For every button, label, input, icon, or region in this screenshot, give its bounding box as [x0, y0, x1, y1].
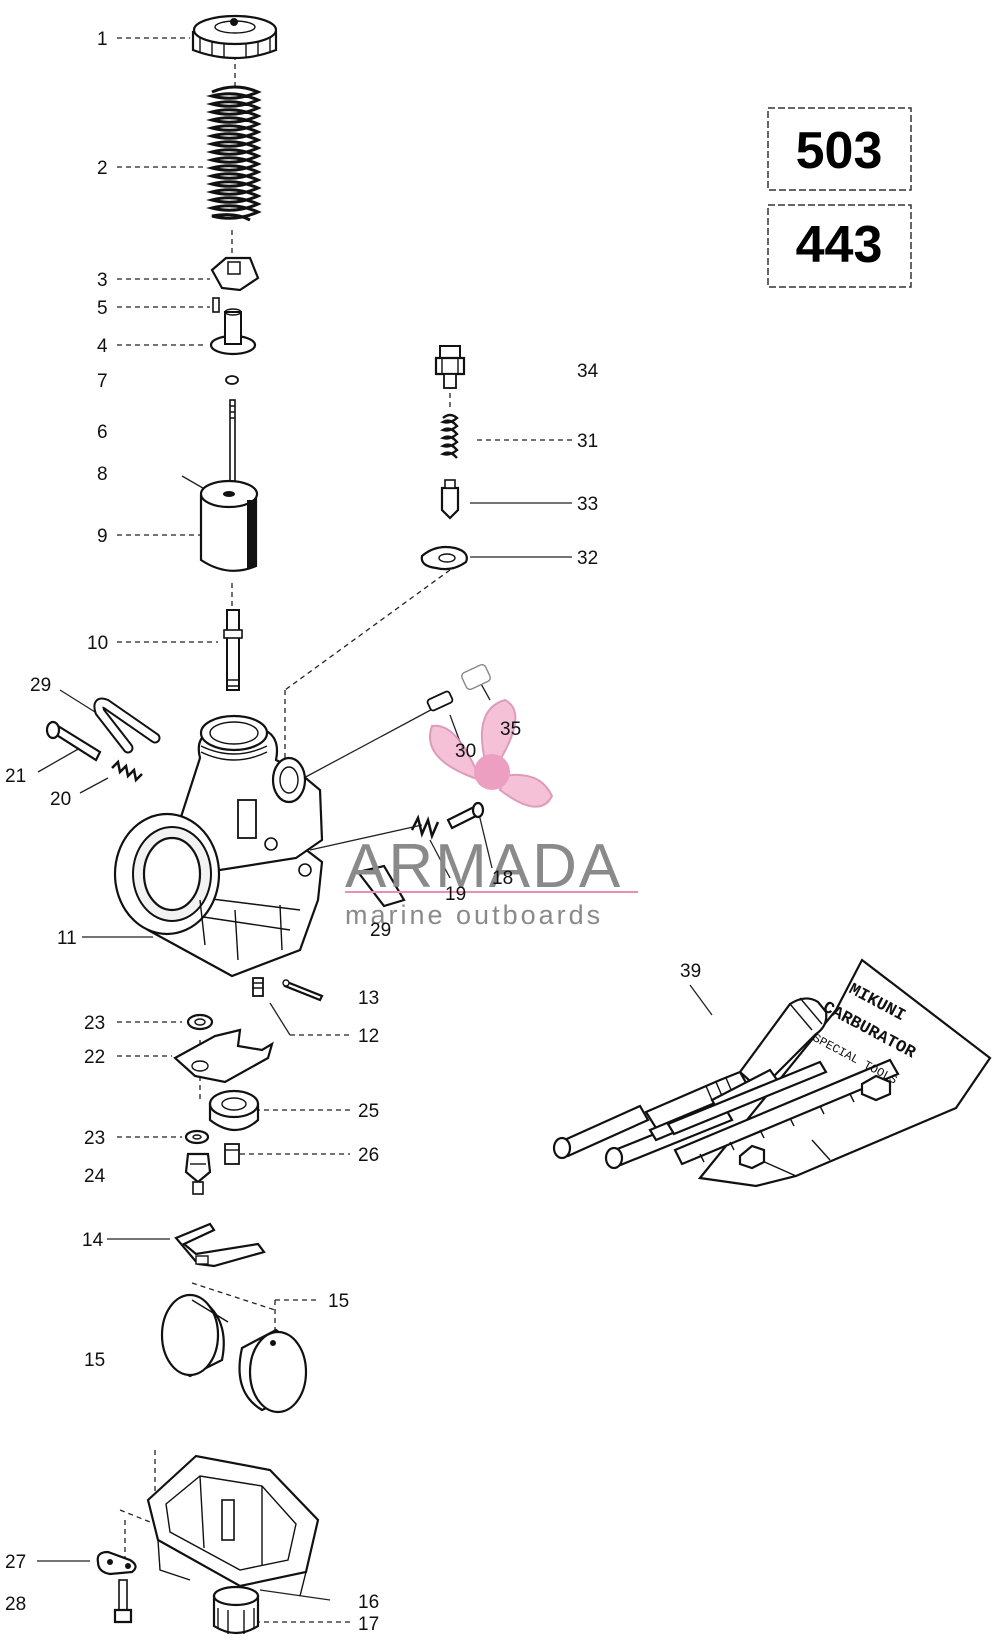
- callout-34: 34: [577, 361, 599, 382]
- callout-29-left: 29: [30, 675, 51, 696]
- callout-15-right: 15: [328, 1291, 349, 1312]
- callout-7: 7: [97, 371, 108, 392]
- part-12-pilot-jet: [252, 977, 264, 997]
- part-15-float-right: [238, 1328, 308, 1414]
- callout-20: 20: [50, 789, 71, 810]
- part-39-tool-kit: MIKUNI CARBURATOR SPECIAL TOOLS: [552, 958, 992, 1188]
- callout-28: 28: [5, 1594, 26, 1615]
- part-22-baffle-plate: [173, 1028, 274, 1084]
- callout-21: 21: [5, 766, 26, 787]
- part-28-screw: [113, 1579, 133, 1624]
- callout-10: 10: [87, 633, 108, 654]
- callout-19: 19: [445, 884, 466, 905]
- callout-32: 32: [577, 548, 598, 569]
- propeller-logo-icon: [429, 698, 554, 808]
- callout-27: 27: [5, 1552, 26, 1573]
- part-4-needle-holder: [209, 308, 257, 356]
- callout-4: 4: [97, 336, 108, 357]
- callout-29-right: 29: [370, 920, 391, 941]
- part-14-float-arm: [174, 1222, 266, 1268]
- callout-23-top: 23: [84, 1013, 105, 1034]
- callout-35: 35: [500, 719, 521, 740]
- part-2-throttle-spring: [206, 85, 262, 222]
- callout-5: 5: [97, 298, 108, 319]
- part-float-bowl: [146, 1454, 320, 1597]
- callout-13: 13: [358, 988, 379, 1009]
- part-21-pilot-air-screw: [45, 720, 102, 762]
- callout-12: 12: [358, 1026, 379, 1047]
- watermark-tagline: marine outboards: [345, 900, 603, 930]
- callout-24: 24: [84, 1166, 106, 1187]
- callout-11: 11: [57, 928, 77, 949]
- part-30-fitting: [426, 690, 454, 712]
- part-32-gasket: [420, 545, 468, 571]
- callout-3: 3: [97, 270, 108, 291]
- part-29-hose-piece: [356, 864, 406, 908]
- part-35-cap: [461, 663, 491, 691]
- part-18-screw: [446, 801, 485, 830]
- model-number-503: 503: [796, 122, 883, 180]
- model-number-443: 443: [796, 216, 883, 274]
- part-31-needle-spring: [439, 413, 459, 459]
- callout-39: 39: [680, 961, 701, 982]
- callout-25: 25: [358, 1101, 379, 1122]
- part-19-spring: [410, 814, 440, 840]
- part-23-washer-top: [186, 1013, 214, 1031]
- callout-18: 18: [492, 868, 513, 889]
- model-box-443: 443: [767, 204, 912, 288]
- part-9-throttle-valve: [199, 479, 259, 572]
- part-1-mixing-chamber-cap: [191, 14, 278, 60]
- part-27-clip-plate: [96, 1550, 137, 1576]
- callout-23-bottom: 23: [84, 1128, 105, 1149]
- part-33-needle-valve: [440, 479, 460, 520]
- part-15-float-left: [160, 1293, 229, 1378]
- callout-31: 31: [577, 431, 598, 452]
- part-7-e-clip: [225, 375, 239, 385]
- watermark-brand: ARMADA: [345, 832, 622, 901]
- callout-30: 30: [455, 741, 476, 762]
- part-34-fuel-fitting: [434, 345, 466, 389]
- model-box-503: 503: [767, 107, 912, 191]
- part-25-ring: [208, 1089, 260, 1132]
- callout-26: 26: [358, 1145, 379, 1166]
- part-20-screw-spring: [111, 759, 143, 783]
- part-10-needle-jet: [223, 609, 243, 691]
- part-13-screw: [282, 979, 324, 1002]
- callout-1: 1: [97, 29, 108, 50]
- part-24-main-jet: [184, 1152, 212, 1195]
- callout-33: 33: [577, 494, 598, 515]
- callout-15-left: 15: [84, 1350, 105, 1371]
- callout-labels: 1 2 3 5 4 7 6 8 9 10 29 21 20 11 34 31 3…: [5, 29, 701, 1635]
- part-6-jet-needle: [229, 399, 236, 493]
- part-5-clip: [212, 297, 220, 313]
- armada-watermark: ARMADA marine outboards: [345, 698, 638, 930]
- part-3-needle-plate: [210, 256, 260, 292]
- part-26-starter-jet: [224, 1143, 240, 1165]
- callout-14: 14: [82, 1230, 104, 1251]
- callout-6: 6: [97, 422, 108, 443]
- part-23-washer-bottom: [184, 1129, 210, 1145]
- callout-9: 9: [97, 526, 108, 547]
- callout-17: 17: [358, 1614, 379, 1635]
- part-29-vent-hose: [93, 697, 161, 754]
- callout-16: 16: [358, 1592, 379, 1613]
- callout-22: 22: [84, 1047, 105, 1068]
- part-16-17-drain-plug: [212, 1585, 260, 1635]
- callout-2: 2: [97, 158, 108, 179]
- callout-8: 8: [97, 464, 108, 485]
- part-11-carburetor-body: [113, 714, 324, 978]
